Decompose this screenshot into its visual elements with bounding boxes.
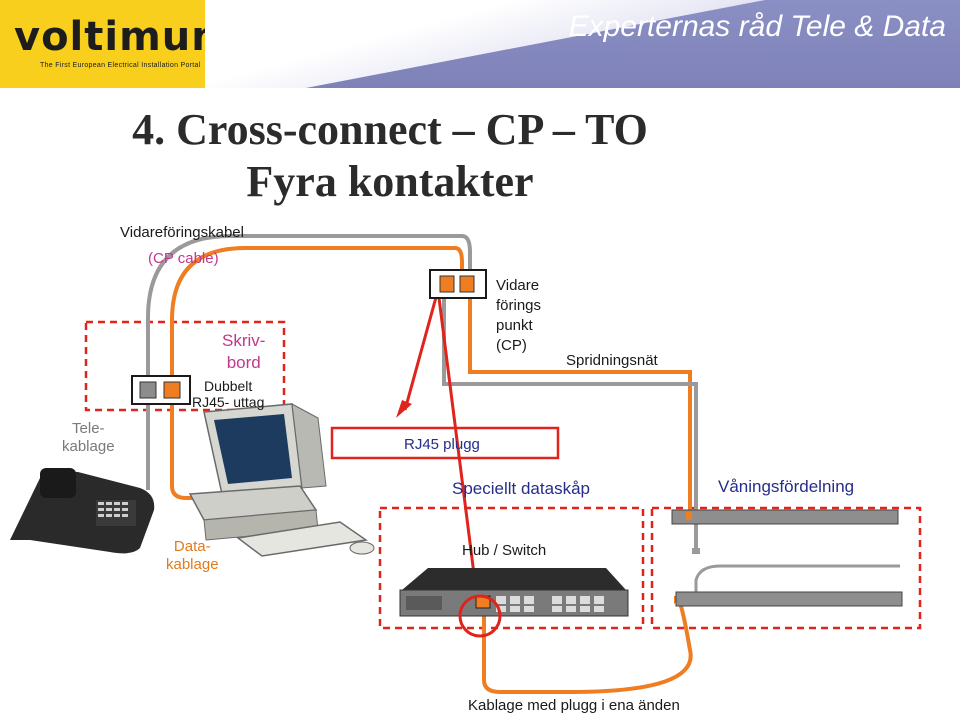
cp-cable-label: Vidareföringskabel [120, 224, 244, 241]
floor-distributor-box [650, 506, 922, 630]
rj45-plug-box [330, 426, 560, 460]
network-label: Spridningsnät [566, 352, 658, 369]
patch-panel-bottom [675, 591, 903, 607]
header-bar: voltimum The First European Electrical I… [0, 0, 960, 88]
logo-text: voltimum [14, 14, 234, 60]
patch-cable [482, 595, 693, 694]
logo: voltimum The First European Electrical I… [0, 0, 233, 88]
patch-panel-top [671, 509, 899, 525]
cp-cable-outer [170, 246, 464, 385]
logo-tagline: The First European Electrical Installati… [40, 62, 201, 69]
network-cable-orange [468, 298, 692, 515]
rj45-plug-label: RJ45 plugg [404, 436, 480, 453]
network-cable-grey [442, 298, 698, 548]
cp-cable-sublabel: (CP cable) [148, 250, 219, 267]
cp-socket [429, 269, 487, 299]
hub-switch-label: Hub / Switch [462, 542, 547, 559]
special-cabinet-label: Speciellt dataskåp [452, 479, 590, 498]
cp-cable-inner [146, 234, 472, 385]
telephone-icon [10, 468, 155, 554]
slide-title-line1: 4. Cross-connect – CP – TO [132, 105, 648, 154]
computer-icon [188, 403, 375, 557]
outlet-label: Dubbelt RJ45- uttag [192, 378, 265, 410]
distributor-link [694, 564, 900, 600]
cp-label: Vidare förings punkt (CP) [496, 277, 542, 354]
data-cable-to-pc [170, 398, 200, 500]
rj45-arrow-a [403, 289, 440, 411]
slide-title: 4. Cross-connect – CP – TO Fyra kontakte… [0, 104, 780, 208]
rj45-arrow-b [436, 289, 478, 591]
floor-distributor-label: Våningsfördelning [718, 477, 855, 496]
patch-cable-label: Kablage med plugg i ena änden [468, 697, 680, 714]
header-title: Experternas råd Tele & Data [568, 10, 946, 43]
tele-cabling-label: Tele- kablage [62, 420, 115, 455]
desk-label: Skriv- bord [222, 331, 266, 372]
slide-title-line2: Fyra kontakter [246, 157, 534, 206]
rj45-arrow-a-head [396, 400, 412, 418]
hub-switch-icon [399, 568, 629, 638]
outlet-area-box [84, 320, 286, 412]
data-cabling-label: Data- kablage [166, 538, 219, 573]
